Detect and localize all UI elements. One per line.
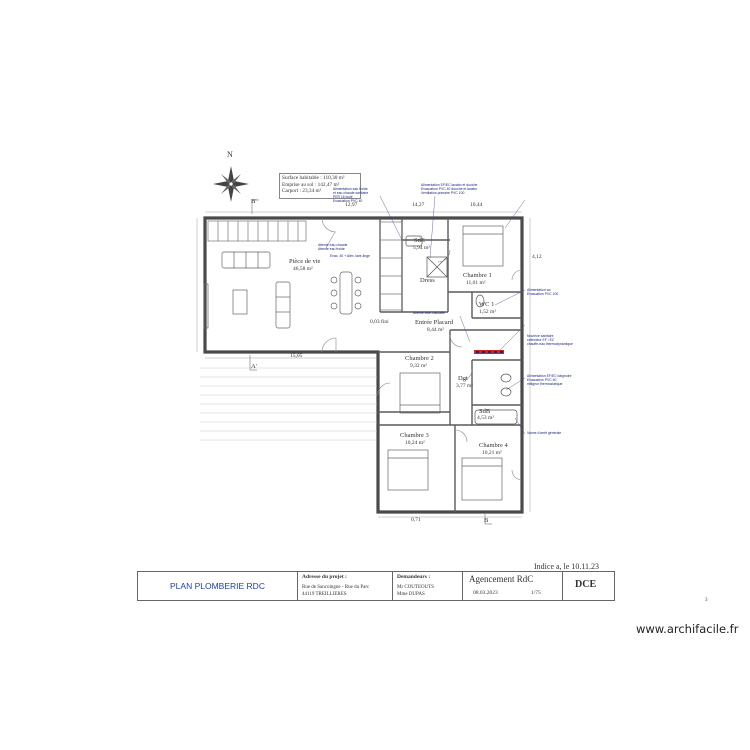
dimension-lines: [196, 211, 531, 518]
dim-terrace: 15,05: [290, 353, 303, 359]
room-dgt-area: 3,77 m²: [456, 383, 473, 389]
plumbing-note: Alimentation EF/EC lavabo et douche Evac…: [421, 183, 478, 196]
applicant-2: Mme DUPAS: [397, 592, 425, 597]
dim-mid: 0,03 fini: [370, 319, 389, 325]
dim-right: 4,12: [532, 254, 542, 260]
room-sdb-area: 4,53 m²: [477, 415, 494, 421]
revision-index: Indice a, le 10.11.23: [534, 562, 600, 571]
title-cell: PLAN PLOMBERIE RDC: [138, 572, 298, 600]
interior-walls: [378, 218, 522, 512]
plumbing-note: Attente lave-vaisselle: [413, 311, 446, 315]
dim-top-c: 10,44: [470, 202, 483, 208]
section-b-top-marker: B': [251, 198, 257, 205]
exterior-walls: [203, 216, 524, 514]
room-chambre3-area: 10,24 m²: [405, 440, 425, 446]
plumbing-note: Attente eau chaude Attente eau froide: [318, 243, 348, 252]
plumbing-leaders: [325, 195, 526, 435]
section-a-marker: A': [251, 363, 257, 370]
dim-top-b: 14,27: [412, 202, 425, 208]
title-block: PLAN PLOMBERIE RDC Adresse du projet : R…: [137, 571, 615, 601]
surface-summary-box: Surface habitable : 110,30 m² Emprise au…: [279, 173, 361, 199]
address-line2: 44119 TREILLIERES: [302, 592, 347, 597]
kitchen-counters: [207, 220, 403, 311]
room-wc: WC 1: [479, 301, 495, 308]
room-piece-de-vie: Pièce de vie: [289, 258, 321, 265]
room-chambre3: Chambre 3: [400, 432, 429, 439]
project-date: 08.03.2023: [473, 590, 498, 596]
room-dgt: Dgt: [458, 375, 468, 382]
section-b-bottom-marker: B: [484, 517, 489, 524]
archifacile-watermark[interactable]: www.archifacile.fr: [636, 622, 739, 636]
applicants-cell: Demandeurs : Mr COUTEOUTS Mme DUPAS: [393, 572, 463, 600]
room-entree: Entrée Placard: [415, 319, 454, 326]
plan-title: PLAN PLOMBERIE RDC: [170, 581, 265, 591]
room-sde-area: 5,94 m²: [413, 245, 430, 251]
phase-label: DCE: [575, 579, 597, 590]
plumbing-note: Vanne d'arrêt générale: [527, 431, 562, 435]
living-furniture: [203, 251, 362, 329]
project-cell: Agencement RdC 08.03.2023 1/75: [463, 572, 563, 600]
plumbing-note: Evac. 40 + Alim. lave-linge: [330, 254, 370, 258]
room-dress: Dress: [420, 277, 435, 284]
address-cell: Adresse du projet : Rue de Sancoingne - …: [298, 572, 393, 600]
dim-bottom: 0,71: [411, 517, 421, 523]
room-chambre2-area: 9,32 m²: [410, 363, 427, 369]
bedroom-furniture: [387, 225, 504, 501]
room-chambre2: Chambre 2: [405, 355, 434, 362]
north-arrow-icon: [213, 166, 249, 202]
address-line1: Rue de Sancoingne - Rue du Parc: [302, 585, 370, 590]
room-piece-de-vie-area: 46,58 m²: [293, 266, 313, 272]
applicants-label: Demandeurs :: [397, 574, 431, 580]
plumbing-note: Nourrice sanitaire collecteur EF / EC ch…: [527, 334, 573, 347]
room-sdb: SdB: [479, 408, 491, 415]
surface-carport: Carport : 23,34 m²: [282, 188, 322, 195]
north-label: N: [227, 150, 233, 159]
phase-cell: DCE: [563, 572, 614, 600]
dim-top-a: 12,97: [345, 202, 358, 208]
project-scale: 1/75: [531, 590, 541, 596]
address-label: Adresse du projet :: [302, 574, 347, 580]
plumbing-note: Alimentation eau froide et eau chaude sa…: [333, 187, 369, 204]
doors: [321, 217, 523, 481]
room-wc-area: 1,52 m²: [479, 309, 496, 315]
surface-habitable: Surface habitable : 110,30 m²: [282, 175, 345, 181]
page-number: 3: [705, 598, 708, 603]
room-chambre4: Chambre 4: [479, 442, 508, 449]
room-chambre1-area: 11,01 m²: [466, 280, 486, 286]
terrace: [200, 199, 492, 525]
room-chambre1: Chambre 1: [463, 272, 492, 279]
room-entree-area: 8,44 m²: [427, 327, 444, 333]
surface-emprise: Emprise au sol : 142,47 m²: [282, 181, 340, 188]
plumbing-note: Alimentation wc Evacuation PVC 100: [527, 288, 559, 297]
room-sde: SdE: [414, 237, 425, 244]
room-chambre4-area: 10,21 m²: [482, 450, 502, 456]
project-name: Agencement RdC: [469, 574, 534, 584]
sanitary-fixtures: [405, 235, 518, 425]
applicant-1: Mr COUTEOUTS: [397, 585, 435, 590]
plumbing-note: Alimentation EF/EC baignoire Evacuation …: [527, 374, 572, 387]
water-heater-collector: [474, 350, 504, 354]
